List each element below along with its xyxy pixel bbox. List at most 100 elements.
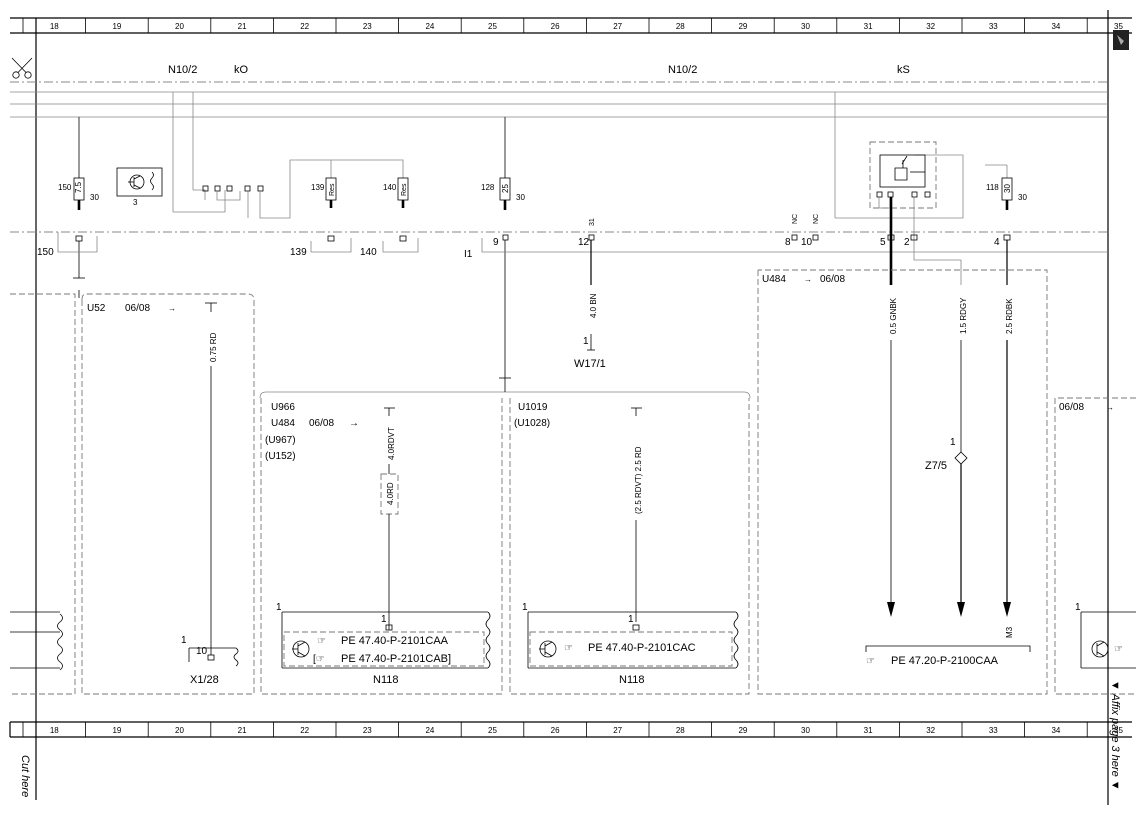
u966-variant-box: U966 U484 06/08 → (U967) (U152) 4.0RDVT …: [260, 398, 503, 695]
wire-pin-5: 5 0.5 GNBK: [880, 197, 898, 617]
bottom-grid-col-label-23: 23: [363, 726, 372, 735]
fuse-139-rating: Res: [329, 183, 336, 196]
i1-ground-rail: [481, 238, 1108, 253]
n118-b-transistor-icon: [539, 640, 557, 658]
u484-a-arrow-icon: →: [349, 418, 359, 429]
wire-pin-2: 2 1.5 RDGY 1 Z7/5: [904, 197, 968, 617]
n118-b-pin-1: 1: [522, 602, 528, 613]
u484-a-label: U484: [271, 418, 295, 429]
bottom-grid-col-label-33: 33: [989, 726, 998, 735]
page-corner-icon: [1113, 30, 1129, 50]
wire-4-0-bn: 4.0 BN: [589, 293, 598, 318]
bottom-grid-col-label-32: 32: [926, 726, 935, 735]
top-grid-col-label-29: 29: [738, 22, 747, 31]
fuse-150: 150 7.5 30: [57, 117, 99, 279]
u1019-label: U1019: [518, 402, 548, 413]
ref-hand-icon-2: [☞: [313, 654, 325, 665]
right-pin-1: 1: [1075, 602, 1081, 613]
top-grid-col-label-19: 19: [112, 22, 121, 31]
top-grid-col-label-25: 25: [488, 22, 497, 31]
pin-4: 4: [994, 237, 1000, 248]
u484-a-date: 06/08: [309, 418, 334, 429]
relay-pin-3: 3: [133, 198, 138, 207]
fuse-118-rating: 30: [1003, 184, 1012, 193]
wire-4-0-rdvt: 4.0RDVT: [387, 427, 396, 460]
fuse-139-id: 139: [311, 183, 325, 192]
k0-label: kO: [234, 64, 249, 76]
u966-label: U966: [271, 402, 295, 413]
z7-5-label: Z7/5: [925, 460, 947, 472]
fuse-140: 140 Res 140: [360, 177, 419, 258]
fuse-118-terminal: 30: [1018, 193, 1027, 202]
wire-0-5-gnbk: 0.5 GNBK: [889, 297, 898, 334]
fuse-140-rating: Res: [401, 183, 408, 196]
bottom-grid-col-label-35: 35: [1114, 726, 1123, 735]
u967-label: (U967): [265, 435, 296, 446]
i1-label: I1: [464, 249, 473, 260]
wire-2-5-rdbk: 2.5 RDBK: [1005, 298, 1014, 334]
fuse-150-rating: 7.5: [74, 181, 83, 193]
x1-28-pin-1: 1: [181, 635, 187, 646]
fuse-128-rating: 25: [501, 184, 510, 193]
ks-relay-module: [834, 92, 964, 219]
x1-28-pin-10: 10: [196, 646, 208, 657]
n118-a-pin-b: 1: [381, 614, 387, 625]
bottom-grid-col-label-24: 24: [425, 726, 434, 735]
pin-139: 139: [290, 247, 307, 258]
nc-label-1: NC: [792, 214, 799, 224]
ref-pe-cac: PE 47.40-P-2101CAC: [588, 642, 696, 654]
fuse-139: 139 Res 139: [290, 177, 352, 258]
u52-arrow-icon: →: [168, 304, 176, 313]
top-grid-col-label-20: 20: [175, 22, 184, 31]
top-grid-col-label-26: 26: [551, 22, 560, 31]
right-transistor-icon: [1091, 640, 1109, 658]
ref-hand-icon-1: ☞: [317, 636, 326, 647]
n118-a-transistor-icon: [292, 640, 310, 658]
top-grid-col-label-30: 30: [801, 22, 810, 31]
bottom-grid-col-label-19: 19: [112, 726, 121, 735]
pin-12: 12: [578, 237, 590, 248]
top-grid-col-label-32: 32: [926, 22, 935, 31]
top-grid-col-label-35: 35: [1114, 22, 1123, 31]
wire-1-5-rdgy: 1.5 RDGY: [959, 297, 968, 334]
n118-b-pin-b: 1: [628, 614, 634, 625]
w17-1-label: W17/1: [574, 358, 606, 370]
pin-5: 5: [880, 237, 886, 248]
ref-hand-icon-5: ☞: [1114, 644, 1123, 655]
n118-a-label: N118: [373, 674, 398, 686]
fuse-128-terminal: 30: [516, 193, 525, 202]
top-grid-col-label-34: 34: [1051, 22, 1060, 31]
top-grid-col-label-33: 33: [989, 22, 998, 31]
bottom-grid-col-label-27: 27: [613, 726, 622, 735]
bottom-grid-col-label-25: 25: [488, 726, 497, 735]
top-grid-col-label-23: 23: [363, 22, 372, 31]
top-grid-col-label-21: 21: [238, 22, 247, 31]
bottom-grid-col-label-30: 30: [801, 726, 810, 735]
z7-5-pin: 1: [950, 437, 956, 448]
u52-label: U52: [87, 303, 106, 314]
u484-b-variant-box: U484 → 06/08 ☞ PE 47.20-P-2100CAA: [757, 269, 1048, 695]
top-grid-col-label-18: 18: [50, 22, 59, 31]
nc-pins: NC NC 8 10: [785, 214, 820, 248]
u52-variant-box: U52 06/08 → 0.75 RD 1 10 X1/28: [78, 290, 255, 695]
u484-b-label: U484: [762, 274, 786, 285]
wire-0-75-rd: 0.75 RD: [209, 332, 218, 362]
u484-b-date: 06/08: [820, 274, 845, 285]
w17-1-pin: 1: [583, 336, 589, 347]
pin-10: 10: [801, 237, 813, 248]
n10-2-left-wiring: [172, 92, 404, 219]
n118-container: [259, 391, 751, 399]
bottom-grid-col-label-29: 29: [738, 726, 747, 735]
bottom-grid-col-label-31: 31: [864, 726, 873, 735]
pin-9: 9: [493, 237, 499, 248]
power-rails: [10, 81, 1108, 233]
bottom-grid-col-label-21: 21: [238, 726, 247, 735]
x1-28-label: X1/28: [190, 674, 219, 686]
pin-2: 2: [904, 237, 910, 248]
bottom-grid-col-label-28: 28: [676, 726, 685, 735]
n118-b-label: N118: [619, 674, 644, 686]
bottom-grid-col-label-26: 26: [551, 726, 560, 735]
